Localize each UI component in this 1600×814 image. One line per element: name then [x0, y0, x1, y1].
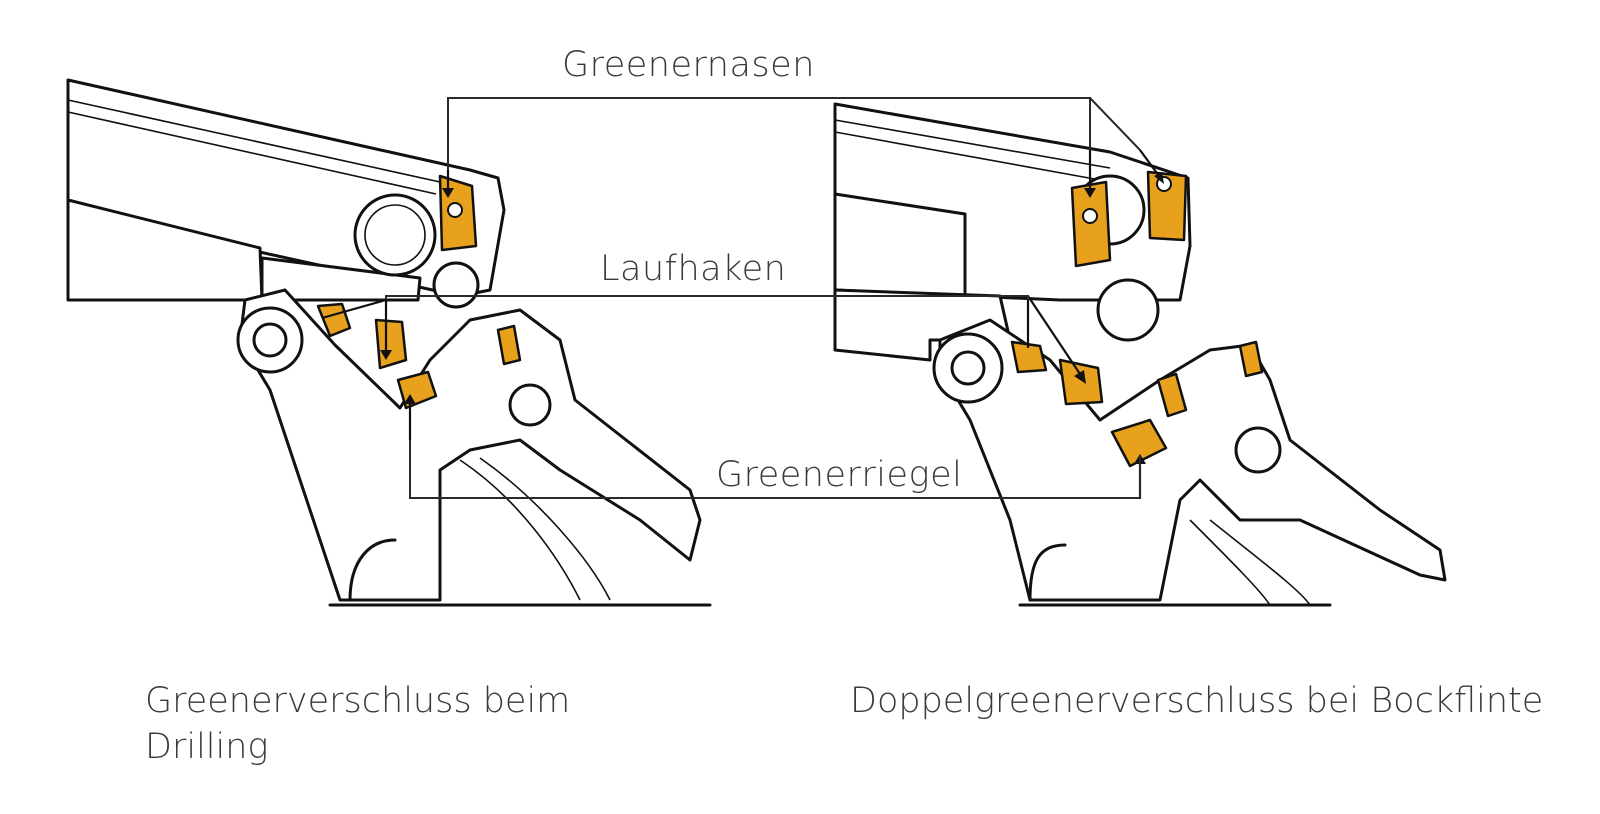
bockflinte-hinge-pin: [932, 332, 1004, 404]
drilling-bore-left: [353, 193, 437, 277]
bockflinte-barrel-rib-line: [834, 131, 1101, 181]
bockflinte-grip-line: [1189, 519, 1271, 606]
bockflinte-arrowhead: [1074, 370, 1086, 384]
leader-laufhaken: [385, 295, 1029, 300]
drilling-hinge-pin-inner: [252, 322, 288, 358]
label-laufhaken: Laufhaken: [600, 249, 787, 289]
drilling-illustration: [66, 78, 712, 607]
bockflinte-hinge-pin-inner: [950, 350, 986, 386]
drilling-rib: [260, 256, 422, 302]
drilling-greenernase-hole: [447, 202, 463, 218]
bockflinte-laufhaken-1: [1010, 340, 1048, 374]
drilling-barrel-rib-line: [67, 111, 437, 195]
bockflinte-barrel-rib-line: [834, 119, 1111, 169]
bockflinte-screw: [1234, 426, 1282, 474]
drilling-top-lever-insert: [496, 324, 522, 366]
leader-greenernasen: [447, 97, 1091, 170]
bockflinte-bore-lower: [1096, 278, 1160, 342]
caption-bockflinte: Doppelgreenerverschluss bei Bockflinte: [850, 681, 1544, 721]
drilling-grip-line: [479, 457, 611, 601]
label-greenernasen: Greenernasen: [562, 45, 815, 85]
bockflinte-greenernase-left-hole: [1082, 208, 1098, 224]
drilling-arrowhead: [442, 188, 454, 198]
bockflinte-greenernase-left: [1070, 180, 1112, 268]
drilling-barrel-rib-line: [67, 99, 441, 183]
bockflinte-arrowhead: [1154, 172, 1164, 184]
bockflinte-grip-line: [1209, 519, 1311, 606]
drilling-trigger-guard: [348, 538, 397, 602]
drilling-grip-line: [459, 459, 581, 601]
bockflinte-arrowhead: [1084, 188, 1096, 198]
drilling-arrowhead: [380, 350, 392, 360]
bockflinte-arrow-laufhaken-2: [1027, 295, 1085, 381]
label-greenerriegel: Greenerriegel: [716, 455, 963, 495]
drilling-hinge-pin: [236, 306, 304, 374]
bockflinte-trigger-guard: [1028, 543, 1067, 602]
caption-drilling: Greenerverschluss beim Drilling: [145, 681, 571, 767]
bockflinte-greenernase-right: [1146, 170, 1188, 242]
bockflinte-top-lever-insert: [1238, 340, 1264, 378]
leader-greenerriegel: [409, 440, 1141, 499]
leader-lines: [385, 97, 1141, 499]
bockflinte-laufhaken-2: [1058, 358, 1104, 406]
bockflinte-illustration: [833, 102, 1447, 607]
drilling-arrowhead: [404, 394, 416, 404]
bockflinte-greenerriegel: [1110, 418, 1168, 468]
bockflinte-top-lever-insert: [1156, 372, 1188, 418]
drilling-bore-rifle: [432, 261, 480, 309]
leader-greenernasen-branch: [1089, 97, 1141, 151]
drilling-bore-inner: [364, 204, 426, 266]
drilling-arrow-laufhaken-1: [321, 298, 387, 320]
drilling-action-body: [238, 288, 702, 602]
drilling-laufhaken-2: [374, 318, 408, 370]
drilling-screw: [508, 383, 552, 427]
